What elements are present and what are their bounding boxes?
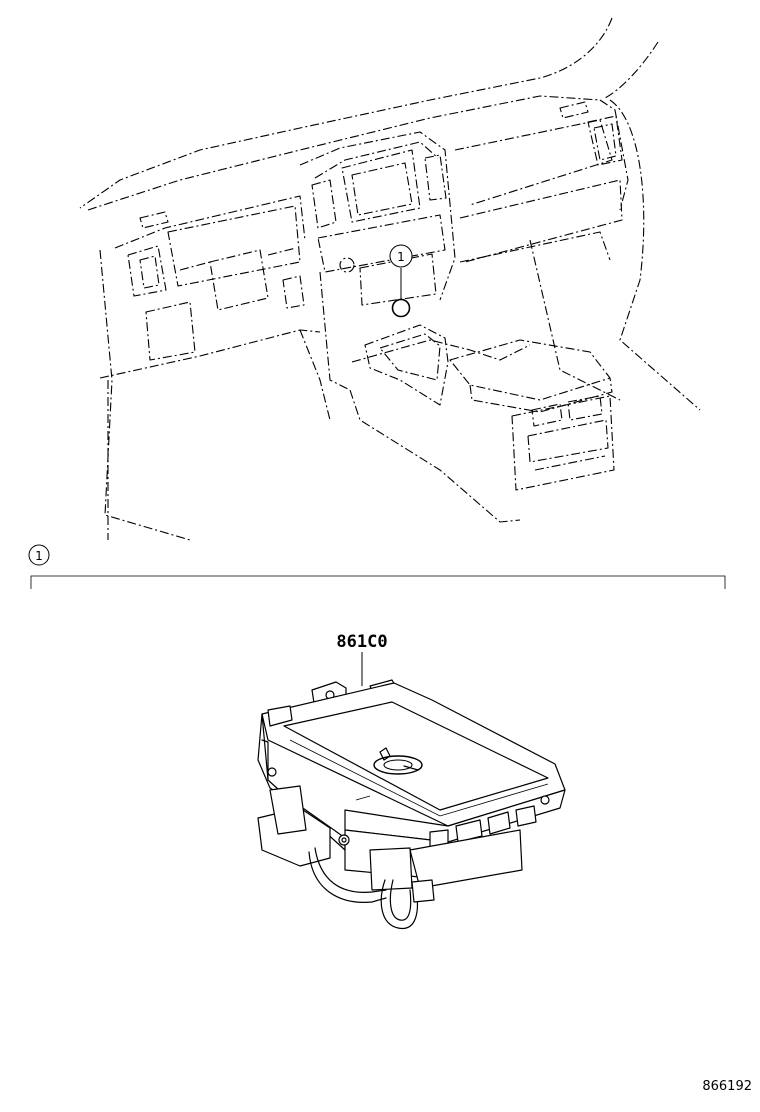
figure-number: 866192 <box>702 1079 752 1094</box>
wireless-charging-symbol <box>373 747 423 775</box>
wireless-charger-unit-illustration <box>257 679 566 930</box>
dashboard-overview-illustration <box>79 17 701 541</box>
detail-bracket: 1 <box>28 544 726 589</box>
wireless-charger-location-callout: 1 <box>389 244 413 318</box>
part-number-label: 861C0 <box>336 632 387 652</box>
location-callout-label: 1 <box>397 250 405 264</box>
detail-callout-label: 1 <box>35 549 43 563</box>
